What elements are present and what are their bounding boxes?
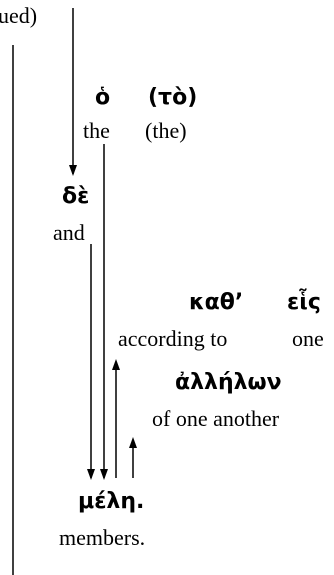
english-gloss-according-to: according to: [118, 326, 228, 351]
greek-word-allelon: ἀλλήλων: [175, 370, 282, 395]
greek-word-mele: μέλη.: [78, 489, 145, 514]
english-gloss-one: one: [292, 326, 324, 351]
arrowhead-the-to-mele: [100, 469, 108, 480]
arrowhead-to-kath: [112, 359, 120, 370]
header-fragment: ued): [0, 3, 38, 28]
english-gloss-the-paren: (the): [145, 118, 187, 143]
greek-word-ho: ὁ: [95, 85, 111, 110]
greek-word-to: (τὸ): [148, 85, 198, 110]
english-gloss-members: members.: [59, 525, 146, 550]
arrowhead-to-de: [69, 165, 77, 176]
greek-word-kath: καθ’: [189, 290, 244, 315]
english-gloss-the: the: [83, 118, 110, 143]
arrowhead-de-to-mele: [87, 469, 95, 480]
greek-word-heis: εἷς: [287, 290, 321, 315]
english-gloss-of-one-another: of one another: [152, 406, 280, 431]
english-gloss-and: and: [53, 220, 85, 245]
arrowhead-to-allelon: [129, 437, 137, 448]
greek-word-de: δὲ: [62, 184, 90, 209]
